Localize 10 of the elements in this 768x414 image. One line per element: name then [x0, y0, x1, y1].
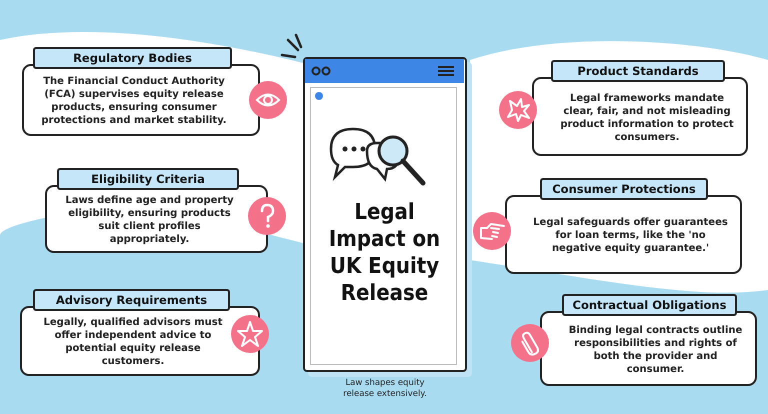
- caption-text: Law shapes equity release extensively.: [342, 378, 428, 400]
- card-heading: Eligibility Criteria: [57, 168, 239, 190]
- card-heading: Regulatory Bodies: [33, 47, 232, 69]
- card-heading: Product Standards: [551, 60, 725, 82]
- card-heading: Advisory Requirements: [33, 289, 230, 311]
- card-text: Laws define age and property eligibility, ensuring products suit client profiles appropriately.: [45, 185, 268, 253]
- title-text: Legal Impact on UK Equity Release: [328, 199, 442, 307]
- card-text: Binding legal contracts outline responsibilities and rights of both the provider and consumer.: [540, 311, 757, 386]
- card-heading: Consumer Protections: [540, 178, 708, 200]
- card-heading: Contractual Obligations: [562, 294, 737, 316]
